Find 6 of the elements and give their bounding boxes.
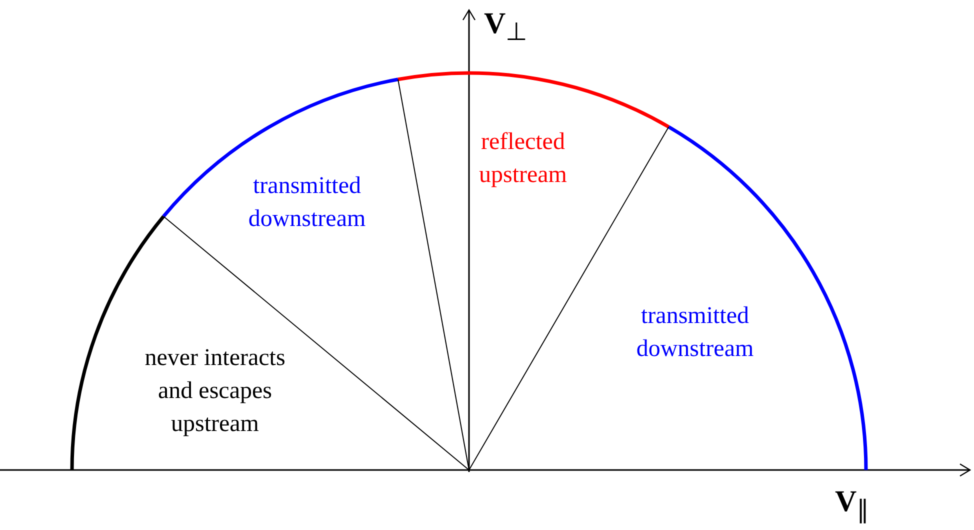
axis-label: V$_{⊥}$: [484, 6, 528, 48]
region-label: transmitted downstream: [247, 172, 367, 234]
axis-label: V$_{∥}$: [835, 484, 870, 526]
region-label: reflected upstream: [478, 128, 568, 190]
region-label: transmitted downstream: [635, 302, 755, 364]
region-label: never interacts and escapes upstream: [144, 344, 286, 439]
